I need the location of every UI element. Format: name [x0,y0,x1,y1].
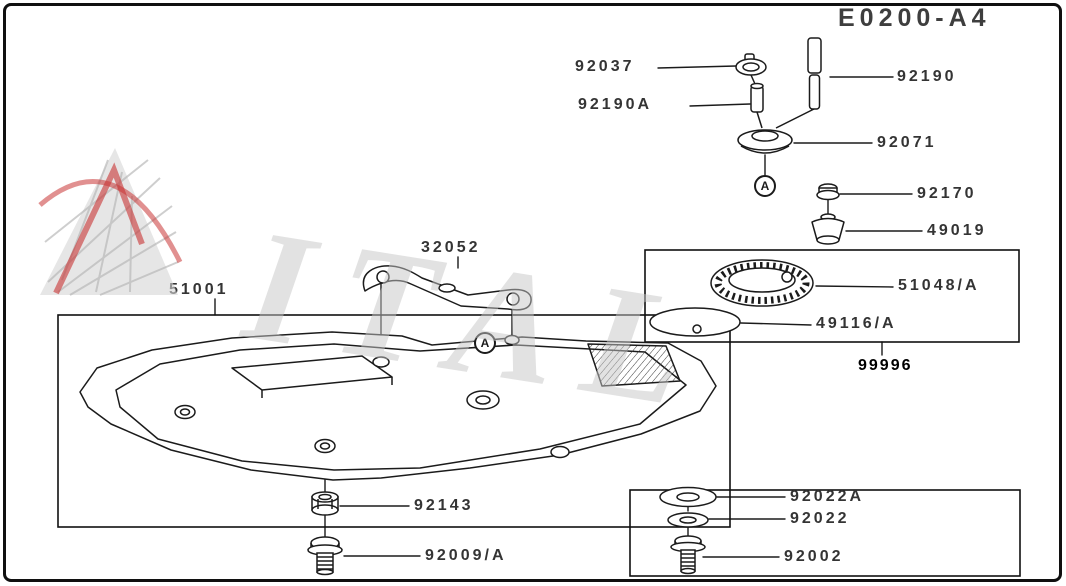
part-label-92143: 92143 [414,497,474,514]
part-drawing-51001 [79,331,717,481]
part-label-92170: 92170 [917,185,977,202]
part-label-99996: 99996 [858,357,913,374]
bolt-set-drawing [659,486,717,575]
part-drawing-32052 [362,265,532,311]
part-drawing-92190 [807,37,822,74]
callout-a-valve: A [754,175,776,197]
callout-a-tank: A [474,332,496,354]
leader-lines [214,65,923,558]
part-label-92037: 92037 [575,58,635,75]
part-label-92009a: 92009/A [425,547,507,564]
diagram-border-frame [3,3,1062,582]
part-label-92022: 92022 [790,510,850,527]
part-label-92022a: 92022A [790,488,865,505]
part-label-49019: 49019 [927,222,987,239]
part-drawing-49116a [649,307,741,337]
part-label-92190: 92190 [897,68,957,85]
part-label-92002: 92002 [784,548,844,565]
inset-boxes [57,249,1021,577]
part-label-51048a: 51048/A [898,277,980,294]
valve-assembly-drawing [735,37,845,245]
part-label-92190a: 92190A [578,96,653,113]
part-drawing-92190a [750,85,764,113]
mount-hardware-drawing [307,491,343,576]
cap-kit-drawing [649,259,814,337]
part-label-49116a: 49116/A [816,315,897,332]
part-label-92071: 92071 [877,134,937,151]
diagram-code-title: E0200-A4 [838,4,991,32]
part-label-32052: 32052 [421,239,481,256]
inset-box-99996 [644,249,1020,343]
inset-box-51001 [57,314,731,528]
part-label-51001: 51001 [169,281,229,298]
inset-box-bolt-set [629,489,1021,577]
